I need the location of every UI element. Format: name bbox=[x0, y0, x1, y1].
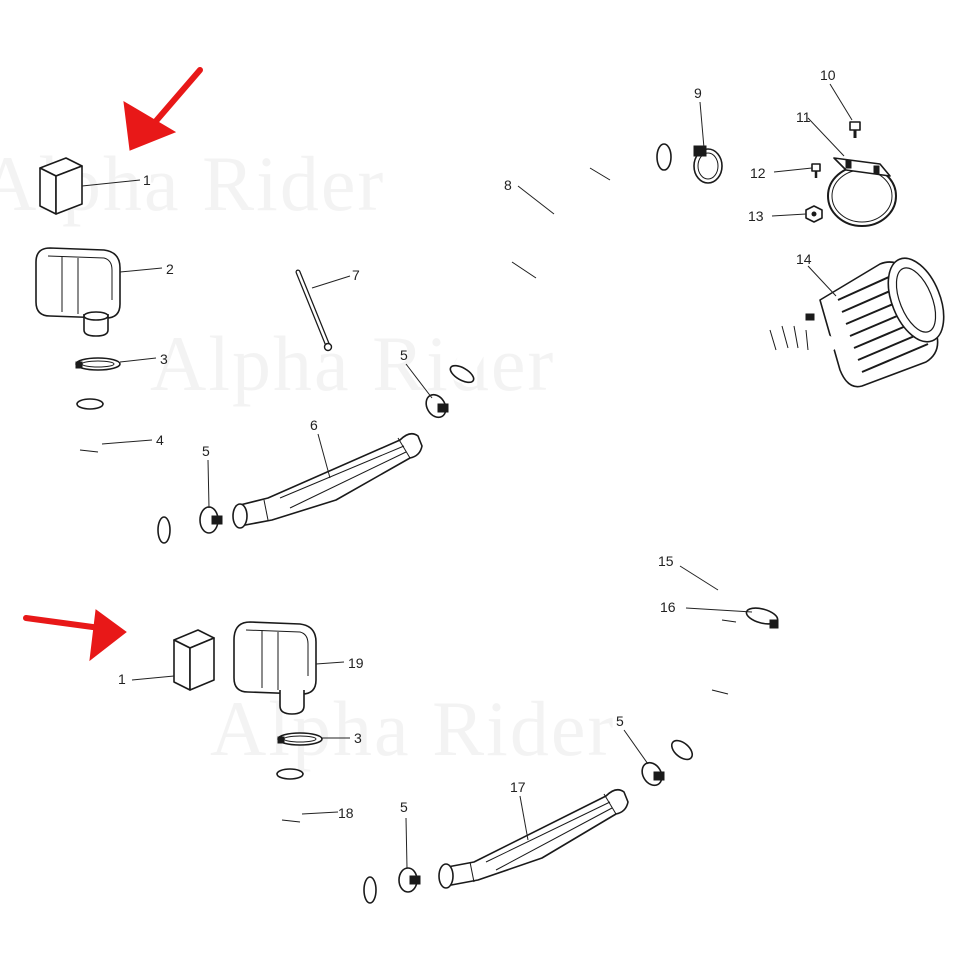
part-18-l-hose bbox=[276, 765, 379, 908]
callout-3-top: 3 bbox=[160, 351, 168, 367]
part-8-long-hose bbox=[449, 143, 672, 384]
leader-lines bbox=[81, 83, 853, 869]
callout-15: 15 bbox=[658, 553, 674, 569]
callout-8: 8 bbox=[504, 177, 512, 193]
part-1-block-bottom bbox=[173, 629, 215, 691]
part-3-clamp-bottom bbox=[277, 732, 323, 746]
callout-2: 2 bbox=[166, 261, 174, 277]
part-6-intake-duct bbox=[232, 432, 423, 529]
callout-16: 16 bbox=[660, 599, 676, 615]
part-12-screw bbox=[811, 163, 821, 178]
part-17-intake-duct bbox=[438, 788, 629, 889]
callout-5-mid: 5 bbox=[400, 347, 408, 363]
callout-3-bottom: 3 bbox=[354, 730, 362, 746]
part-19-airbox-cover bbox=[233, 621, 317, 715]
callout-14: 14 bbox=[796, 251, 812, 267]
part-9-hose-clamp bbox=[693, 145, 723, 184]
callout-4: 4 bbox=[156, 432, 164, 448]
red-arrow-bottom-icon bbox=[23, 609, 127, 662]
callout-9: 9 bbox=[694, 85, 702, 101]
part-5-clamp-bottom bbox=[398, 867, 421, 893]
callout-12: 12 bbox=[750, 165, 766, 181]
callout-19: 19 bbox=[348, 655, 364, 671]
callout-11: 11 bbox=[796, 109, 811, 125]
part-1-block-top bbox=[39, 157, 83, 215]
part-4-l-hose bbox=[74, 393, 171, 547]
callout-6: 6 bbox=[310, 417, 318, 433]
watermark-bottom: Alpha Rider bbox=[210, 685, 615, 772]
callout-1-top: 1 bbox=[143, 172, 151, 188]
callout-5-right: 5 bbox=[616, 713, 624, 729]
part-7-rod bbox=[295, 269, 333, 352]
part-2-airbox-cover bbox=[35, 247, 121, 337]
callout-7: 7 bbox=[352, 267, 360, 283]
callout-1-bottom: 1 bbox=[118, 671, 126, 687]
callout-17: 17 bbox=[510, 779, 526, 795]
callout-10: 10 bbox=[820, 67, 836, 83]
callout-5-left: 5 bbox=[202, 443, 210, 459]
part-10-bolt bbox=[849, 121, 861, 138]
part-5-clamp-right bbox=[641, 761, 665, 787]
part-5-clamp-left bbox=[199, 506, 223, 534]
part-15-bent-hose bbox=[670, 527, 797, 761]
part-14-air-cleaner bbox=[750, 257, 945, 388]
part-16-clamp bbox=[745, 607, 779, 629]
callout-18: 18 bbox=[338, 805, 354, 821]
callout-13: 13 bbox=[748, 208, 764, 224]
part-13-nut bbox=[805, 205, 823, 223]
callout-5-bottom: 5 bbox=[400, 799, 408, 815]
part-11-band-bracket bbox=[827, 157, 897, 227]
red-arrow-top-icon bbox=[123, 67, 203, 151]
part-3-clamp-top bbox=[75, 357, 121, 371]
